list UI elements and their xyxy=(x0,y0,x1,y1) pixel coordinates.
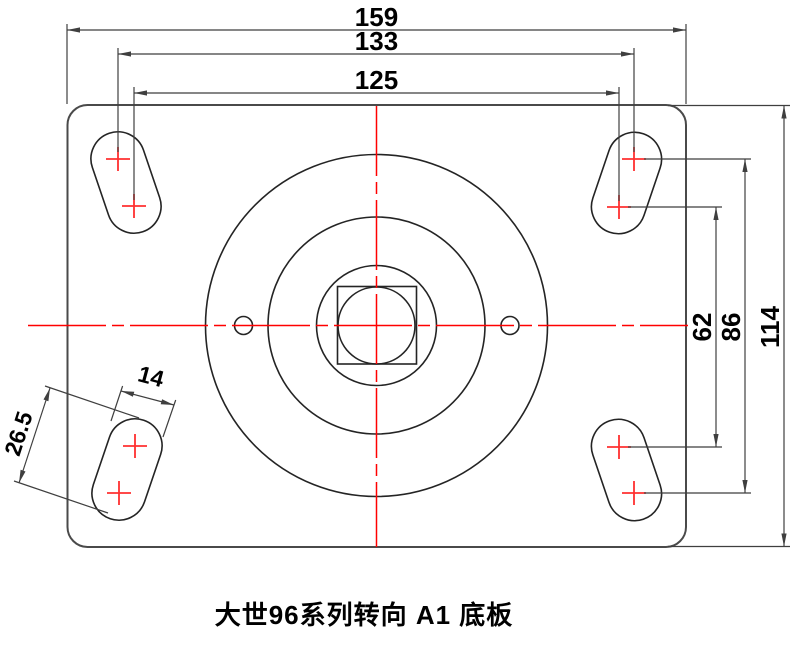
dim-value-159: 159 xyxy=(355,2,398,32)
arrowhead-right xyxy=(673,27,686,33)
dim-value-86: 86 xyxy=(716,313,746,342)
dim-value-125: 125 xyxy=(355,65,398,95)
centerlines-group xyxy=(28,106,688,547)
arrowhead-left xyxy=(118,51,131,57)
arrowhead-bottom xyxy=(742,480,748,493)
arrowheads xyxy=(19,388,50,483)
arrowhead-top xyxy=(742,159,748,172)
arrowhead-right xyxy=(621,51,634,57)
drawing-title: 大世96系列转向 A1 底板 xyxy=(215,600,514,630)
corner-slot-top-left xyxy=(90,131,162,234)
arrowhead-left xyxy=(121,391,135,397)
arrowheads xyxy=(781,105,787,547)
arrowheads xyxy=(742,159,748,493)
arrowhead-right xyxy=(160,399,174,405)
arrowheads xyxy=(134,90,619,96)
dim-outer-hole-span-x: 133 xyxy=(117,26,635,152)
arrowhead-bottom xyxy=(713,434,719,447)
dim-value-14: 14 xyxy=(135,360,167,392)
extension-line xyxy=(13,480,109,514)
arrowheads xyxy=(121,391,174,405)
cross-bottom-right-outer xyxy=(622,481,646,505)
corner-slot-bottom-right xyxy=(590,418,663,522)
dim-overall-height: 114 xyxy=(668,104,790,548)
dim-slot-width: 14 xyxy=(110,360,177,438)
dim-value-133: 133 xyxy=(355,26,398,56)
dim-value-26-5: 26.5 xyxy=(0,408,38,459)
corner-slot-bottom-left xyxy=(91,418,163,521)
cross-bottom-left-inner xyxy=(123,434,147,458)
dim-overall-width: 159 xyxy=(66,2,687,104)
dimensions-group: 159 133 125 xyxy=(0,2,790,548)
arrowhead-left xyxy=(67,27,80,33)
dim-inner-hole-span-y: 62 xyxy=(628,206,722,448)
arrowheads xyxy=(713,207,719,447)
arrowhead-top xyxy=(781,105,787,119)
extension-line xyxy=(162,399,177,438)
extension-line xyxy=(44,385,140,419)
dim-inner-hole-span-x: 125 xyxy=(133,65,620,201)
arrowhead-left xyxy=(134,90,147,96)
arrowheads xyxy=(67,27,686,33)
dim-outer-hole-span-y: 86 xyxy=(644,158,751,494)
dim-value-114: 114 xyxy=(755,305,785,347)
cross-bottom-right-inner xyxy=(607,435,631,459)
arrowhead-top xyxy=(43,388,50,402)
arrowhead-bottom xyxy=(781,533,787,547)
arrowhead-right xyxy=(606,90,619,96)
arrowheads xyxy=(118,51,634,57)
dimension-line xyxy=(18,387,51,484)
corner-slot-top-right xyxy=(590,131,663,235)
arrowhead-bottom xyxy=(19,469,26,483)
arrowhead-top xyxy=(713,207,719,220)
cross-bottom-left-outer xyxy=(107,481,131,505)
extension-line xyxy=(110,385,124,422)
dim-value-62: 62 xyxy=(687,313,717,342)
